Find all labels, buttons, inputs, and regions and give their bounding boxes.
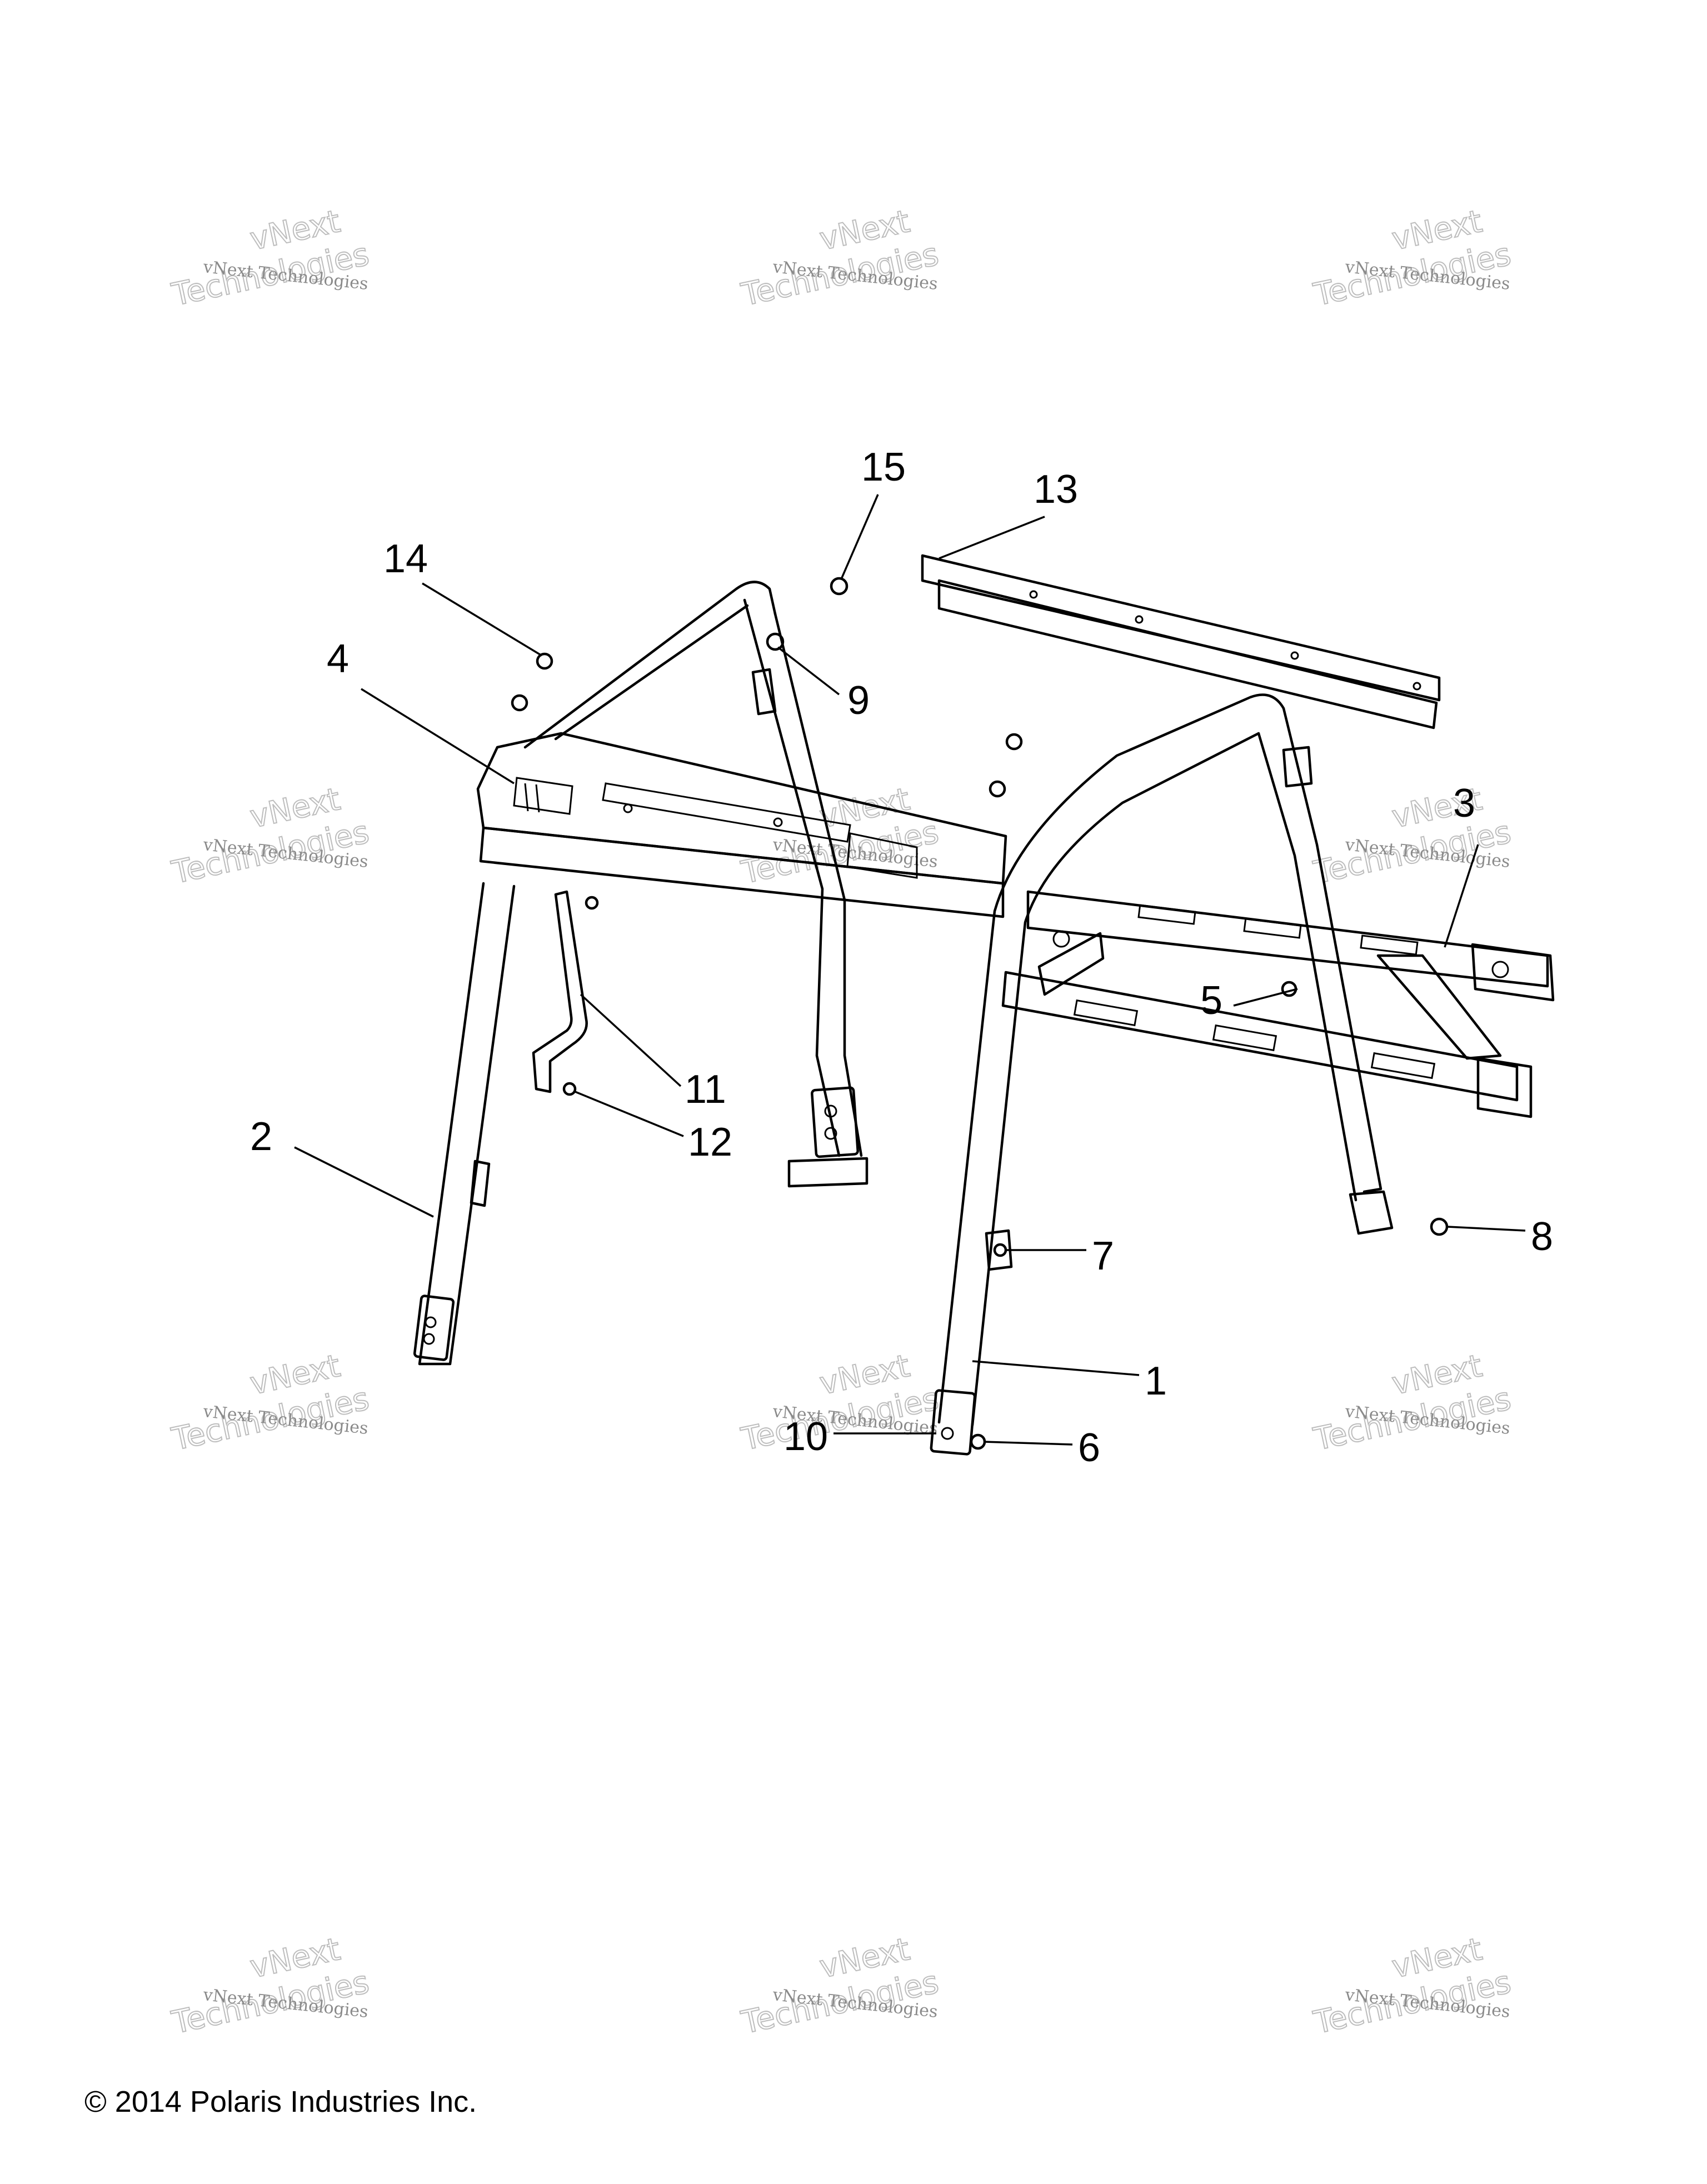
copyright-notice: © 2014 Polaris Industries Inc. [84, 2085, 477, 2118]
callout-1: 1 [1145, 1359, 1167, 1403]
callout-10: 10 [783, 1415, 828, 1459]
part-7-bolt [993, 1243, 1007, 1257]
part-9-nut [766, 632, 785, 651]
callout-9: 9 [847, 678, 870, 723]
callout-14: 14 [383, 537, 428, 581]
part-14-nut [536, 652, 553, 670]
callout-8: 8 [1531, 1215, 1553, 1259]
part-8-nut [1430, 1217, 1449, 1236]
part-1-rear-frame [930, 693, 1394, 1456]
part-6-bolt [970, 1433, 986, 1450]
part-14-nut-2 [511, 694, 528, 712]
callout-4: 4 [327, 637, 349, 681]
part-11-bracket [532, 890, 588, 1093]
part-3-cross-members [1001, 890, 1555, 1118]
leader-lines [294, 494, 1526, 1446]
callout-13: 13 [1034, 467, 1078, 512]
callout-labels: 15 13 14 4 9 3 5 11 12 2 7 8 1 6 10 [250, 445, 1553, 1470]
callout-6: 6 [1078, 1426, 1100, 1470]
fasteners [511, 577, 1449, 1450]
part-13-upper-bar [921, 554, 1441, 729]
callout-5: 5 [1200, 978, 1222, 1023]
part-4-cross-panel [476, 732, 1007, 918]
part-12-screw [562, 1082, 577, 1096]
callout-12: 12 [688, 1120, 732, 1165]
callout-2: 2 [250, 1115, 272, 1159]
callout-11: 11 [685, 1067, 726, 1112]
callout-15: 15 [861, 445, 906, 489]
front-roof-arch [523, 581, 869, 1188]
callout-3: 3 [1453, 781, 1475, 826]
part-2-left-post [413, 882, 516, 1366]
fastener-nut [1005, 733, 1023, 751]
part-12-screw-top [585, 896, 599, 910]
part-15-bolt [830, 577, 848, 596]
callout-7: 7 [1092, 1234, 1114, 1278]
fastener-nut-2 [989, 780, 1006, 798]
